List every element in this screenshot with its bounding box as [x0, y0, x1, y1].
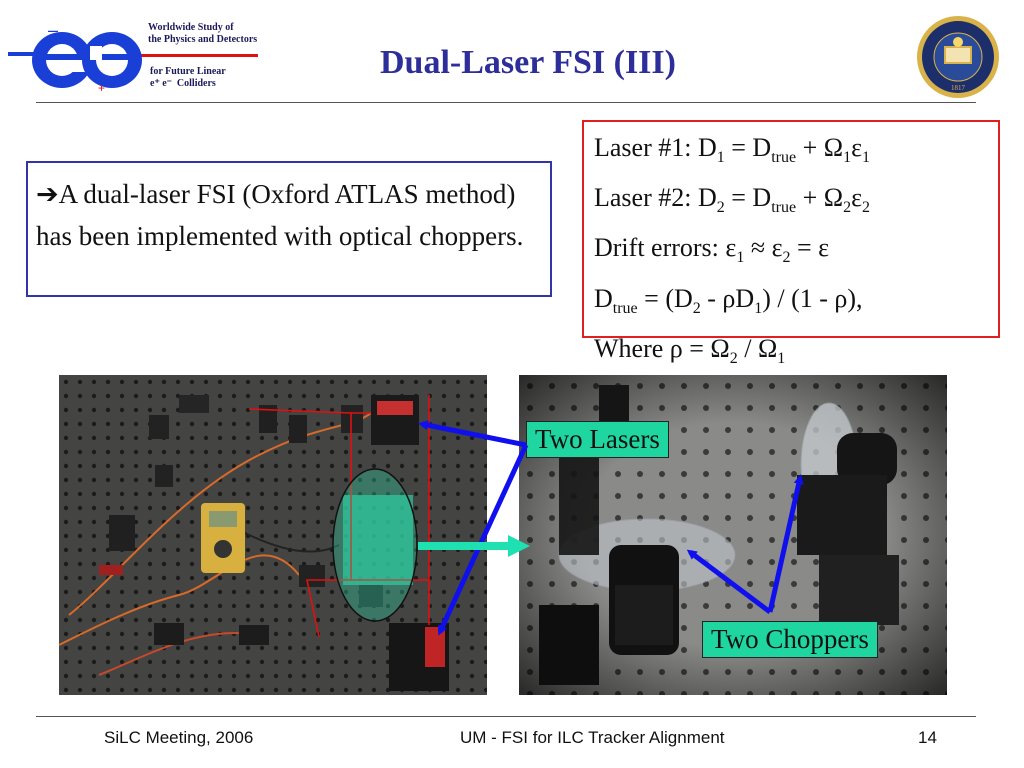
page-number: 14 — [918, 728, 937, 747]
right-arrow-icon: ➔ — [36, 179, 59, 209]
two-lasers-label: Two Lasers — [526, 421, 669, 458]
logo-text-bottom: for Future Linear e⁺ e⁻ Colliders — [150, 66, 226, 89]
title-divider — [36, 102, 976, 103]
svg-text:–: – — [48, 20, 58, 40]
equation-laser-1: Laser #1: D1 = Dtrue + Ω1ε1 — [594, 133, 870, 167]
ecfa-logo: + – — [8, 20, 258, 95]
chopper-highlight-overlay — [343, 495, 413, 585]
bullet-box: ➔A dual-laser FSI (Oxford ATLAS method) … — [26, 161, 552, 297]
svg-text:1817: 1817 — [951, 84, 966, 92]
bullet-text: A dual-laser FSI (Oxford ATLAS method) h… — [36, 179, 524, 251]
svg-text:+: + — [98, 81, 105, 95]
equation-drift-errors: Drift errors: ε1 ≈ ε2 = ε — [594, 233, 830, 267]
footer-divider — [36, 716, 976, 717]
logo-text-top: Worldwide Study of the Physics and Detec… — [148, 22, 258, 45]
equation-dtrue: Dtrue = (D2 - ρD1) / (1 - ρ), — [594, 283, 863, 317]
university-seal-icon: 1817 — [917, 16, 999, 98]
footer-title: UM - FSI for ILC Tracker Alignment — [460, 728, 725, 747]
footer-meeting: SiLC Meeting, 2006 — [104, 728, 254, 747]
equations-box: Laser #1: D1 = Dtrue + Ω1ε1 Laser #2: D2… — [582, 120, 1000, 367]
two-choppers-label: Two Choppers — [702, 621, 878, 658]
slide-title: Dual-Laser FSI (III) — [380, 44, 676, 81]
optical-table-photo — [59, 375, 487, 695]
equation-laser-2: Laser #2: D2 = Dtrue + Ω2ε2 — [594, 183, 870, 217]
equation-rho: Where ρ = Ω2 / Ω1 — [594, 333, 786, 367]
